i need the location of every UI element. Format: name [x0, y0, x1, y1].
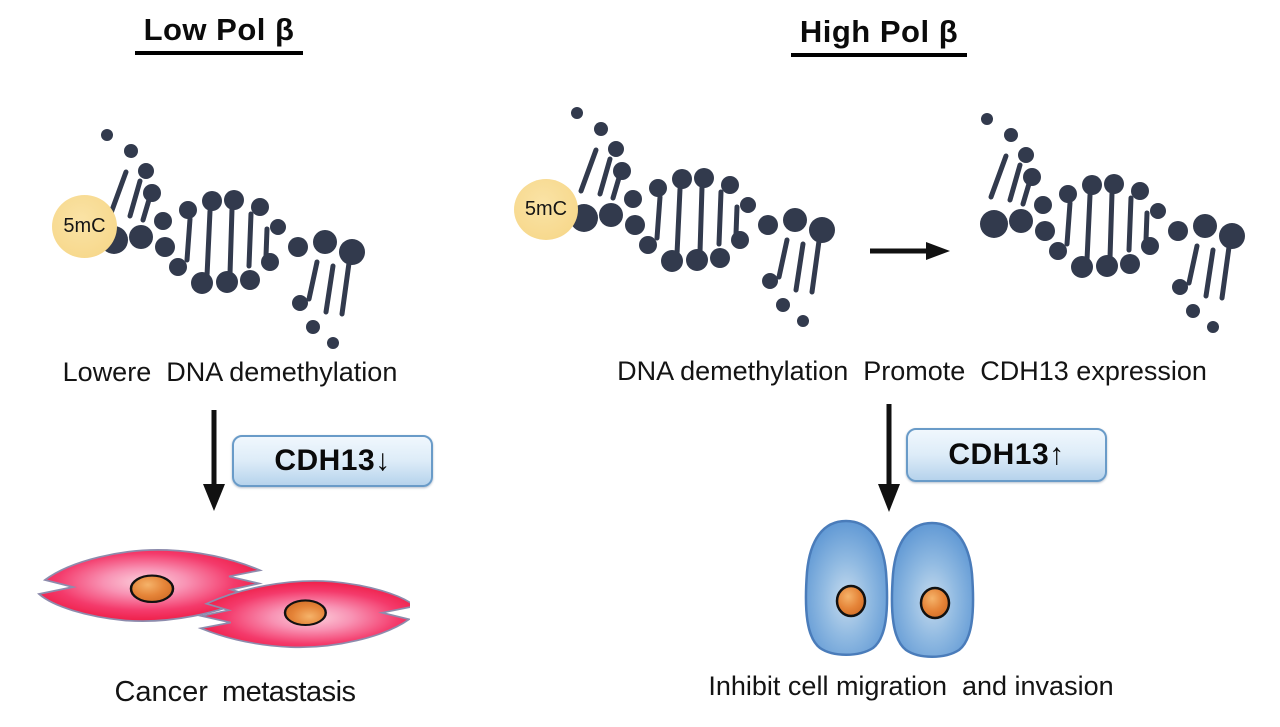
left-title-wrap: Low Pol β	[104, 12, 334, 55]
methyl-5mc-badge: 5mC	[52, 195, 117, 258]
right-result-caption: Inhibit cell migration and invasion	[708, 671, 1114, 701]
right-caption: DNA demethylation Promote CDH13 expressi…	[617, 356, 1207, 386]
right-title: High Pol β	[790, 14, 968, 57]
right-title-wrap: High Pol β	[764, 14, 994, 57]
methyl-5mc-badge: 5mC	[514, 179, 578, 240]
result-word-cancer: Cancer	[114, 676, 208, 708]
cancer-cells-icon	[38, 548, 410, 649]
down-arrow-icon	[878, 404, 900, 512]
methyl-5mc-label: 5mC	[63, 215, 106, 237]
dna-demethylated-icon	[930, 102, 1250, 337]
methyl-5mc-label: 5mC	[524, 198, 568, 220]
left-result-caption: Cancer metastasis	[55, 676, 415, 709]
left-caption: Lowere DNA demethylation	[62, 357, 398, 387]
gene-expression-box-high: CDH13↑	[906, 428, 1107, 482]
right-arrow-icon	[870, 242, 950, 260]
epithelial-cells-icon	[804, 519, 975, 658]
gene-expression-box-low: CDH13↓	[232, 435, 433, 487]
result-word-metastasis: metastasis	[221, 676, 356, 708]
left-title: Low Pol β	[134, 12, 304, 55]
down-arrow-icon	[203, 410, 225, 511]
